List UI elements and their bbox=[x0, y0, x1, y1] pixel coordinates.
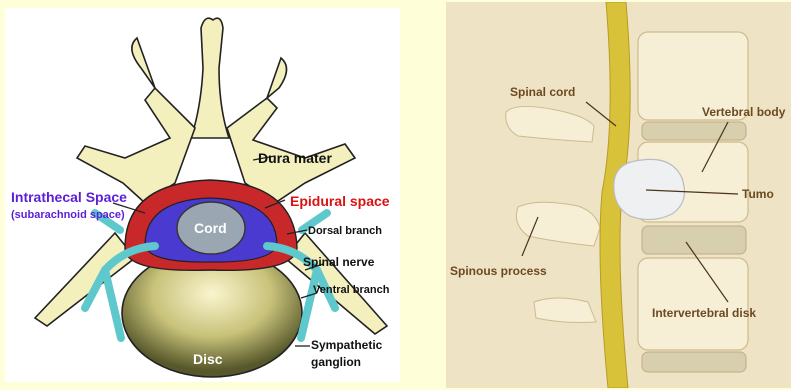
spinal-nerve-label: Spinal nerve bbox=[303, 256, 374, 268]
spine-tumor-illustration: Spinal cord Vertebral body Tumo Spinous … bbox=[446, 2, 791, 388]
intervertebral-disk-label: Intervertebral disk bbox=[652, 307, 756, 319]
tumor-shape bbox=[614, 159, 685, 219]
intrathecal-space-label: Intrathecal Space bbox=[11, 190, 127, 204]
intervertebral-disk-shape bbox=[642, 226, 746, 254]
disc-label: Disc bbox=[193, 352, 223, 366]
vertebral-body-label: Vertebral body bbox=[702, 106, 785, 118]
subarachnoid-space-label: (subarachnoid space) bbox=[11, 210, 125, 221]
spinous-process-top-shape bbox=[506, 106, 594, 142]
cord-label: Cord bbox=[194, 221, 227, 235]
sympathetic-ganglion-label-line1: Sympathetic bbox=[311, 339, 382, 351]
epidural-space-label: Epidural space bbox=[290, 194, 390, 208]
spinal-cord-label: Spinal cord bbox=[510, 86, 575, 98]
sagittal-spine-illustration bbox=[446, 2, 791, 388]
spinous-process-shape bbox=[191, 18, 229, 138]
sympathetic-ganglion-label-line2: ganglion bbox=[311, 356, 361, 368]
tumor-label: Tumo bbox=[742, 188, 774, 200]
spine-cross-section-diagram: Dura mater Intrathecal Space (subarachno… bbox=[5, 8, 400, 382]
vertebral-body-bottom-shape bbox=[638, 258, 748, 350]
spinous-process-label: Spinous process bbox=[450, 265, 547, 277]
ventral-branch-label: Ventral branch bbox=[313, 285, 389, 296]
dura-mater-label: Dura mater bbox=[258, 151, 332, 165]
dorsal-branch-label: Dorsal branch bbox=[308, 226, 382, 237]
